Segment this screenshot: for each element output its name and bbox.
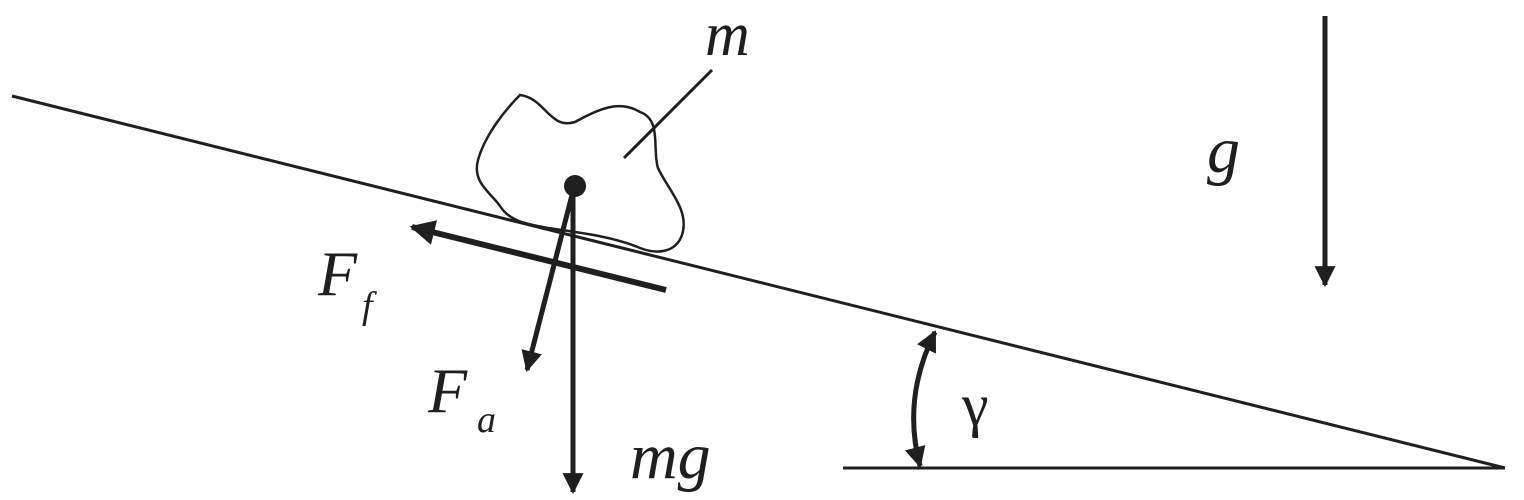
weight-label: mg xyxy=(630,420,711,493)
applied-force-subscript: a xyxy=(477,399,496,441)
mass-pointer-line xyxy=(622,68,714,160)
friction-force-subscript: f xyxy=(362,285,377,327)
applied-force-label: F xyxy=(427,355,468,426)
mass-body xyxy=(475,93,685,253)
applied-force-arrow xyxy=(521,194,575,373)
center-of-mass-dot xyxy=(564,175,586,197)
mass-label: m xyxy=(705,1,750,69)
gravity-label: g xyxy=(1207,114,1240,187)
incline-surface xyxy=(11,94,1506,470)
friction-force-arrow xyxy=(409,220,667,293)
angle-arc xyxy=(905,330,938,469)
angle-label: γ xyxy=(961,372,989,438)
friction-force-label: F xyxy=(317,238,358,309)
